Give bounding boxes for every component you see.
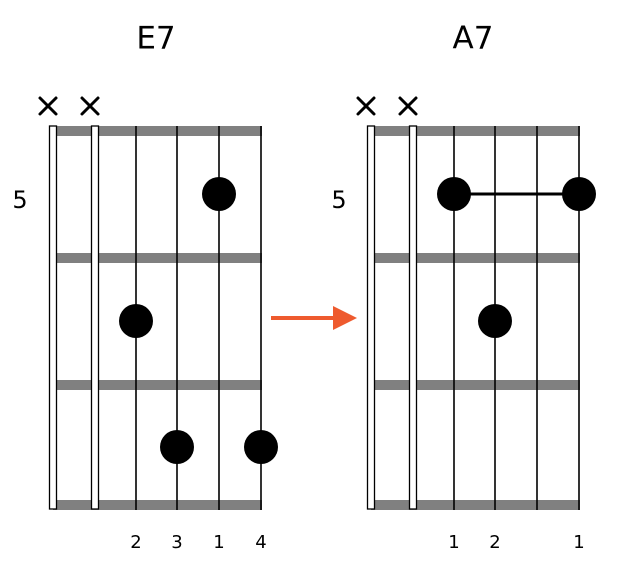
mute-x-icon [356, 96, 376, 116]
finger-number: 4 [255, 532, 266, 553]
fret-line-1 [53, 126, 262, 136]
finger-number: 1 [213, 532, 224, 553]
fret-line-2 [371, 253, 580, 263]
mute-x-icon [398, 96, 418, 116]
finger-dot [562, 177, 596, 211]
finger-number: 3 [171, 532, 182, 553]
chord-name-a7: A7 [453, 21, 494, 57]
fret-line-1 [371, 126, 580, 136]
fret-line-3 [371, 380, 580, 390]
finger-dot [202, 177, 236, 211]
start-fret-number: 5 [12, 186, 27, 214]
muted-string-1 [366, 125, 376, 510]
mute-x-icon [38, 96, 58, 116]
start-fret-number: 5 [331, 186, 346, 214]
mute-x-icon [80, 96, 100, 116]
fret-line-2 [53, 253, 262, 263]
finger-number: 2 [489, 532, 500, 553]
finger-dot [119, 304, 153, 338]
fret-line-3 [53, 380, 262, 390]
finger-number: 1 [573, 532, 584, 553]
arrow-right-icon [271, 306, 357, 330]
finger-dot [244, 430, 278, 464]
fret-line-4 [371, 500, 580, 510]
finger-dot [160, 430, 194, 464]
finger-number: 2 [130, 532, 141, 553]
muted-string-2 [90, 125, 100, 510]
fret-line-4 [53, 500, 262, 510]
finger-dot [437, 177, 471, 211]
chord-name-e7: E7 [136, 21, 175, 57]
finger-dot [478, 304, 512, 338]
finger-number: 1 [448, 532, 459, 553]
muted-string-1 [48, 125, 58, 510]
muted-string-2 [408, 125, 418, 510]
